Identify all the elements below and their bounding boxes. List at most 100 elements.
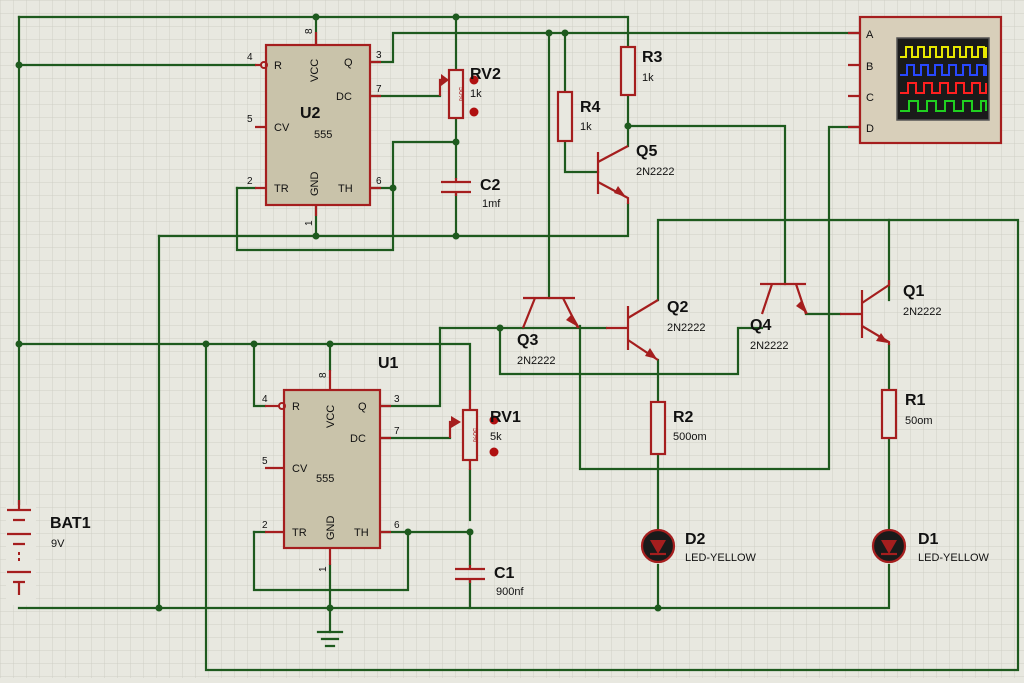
- trace-c: [900, 82, 987, 94]
- u1-num-4: 4: [262, 394, 268, 405]
- u1-num-3: 3: [394, 394, 400, 405]
- u2-num-2: 2: [247, 176, 253, 187]
- d1-ref: D1: [918, 531, 939, 548]
- u1-pin-gnd: GND: [325, 516, 337, 541]
- rv2-value: 1k: [470, 88, 482, 100]
- trace-d: [900, 100, 987, 112]
- scope-channel-a: A: [866, 29, 874, 41]
- led-d2[interactable]: D2 LED-YELLOW: [640, 528, 757, 564]
- transistor-q2[interactable]: Q2 2N2222: [606, 299, 706, 361]
- potentiometer-rv2[interactable]: 50% RV2 1k: [438, 66, 501, 120]
- u1-num-5: 5: [262, 456, 268, 467]
- rv2-ref: RV2: [470, 66, 501, 83]
- wires: [17, 15, 1020, 672]
- q5-type: 2N2222: [636, 166, 675, 178]
- u2-pin-th: TH: [338, 183, 353, 195]
- r1-ref: R1: [905, 392, 926, 409]
- u1-num-2: 2: [262, 520, 268, 531]
- c1-value: 900nf: [496, 586, 524, 598]
- u2-num-4: 4: [247, 52, 253, 63]
- ground-icon: [316, 630, 344, 648]
- u2-num-1: 1: [304, 220, 315, 226]
- transistor-q4[interactable]: Q4 2N2222: [750, 282, 808, 352]
- u2-type: 555: [314, 129, 332, 141]
- u2-pin-r: R: [274, 60, 282, 72]
- u1-pin-vcc: VCC: [325, 405, 337, 428]
- r2-value: 500om: [673, 431, 707, 443]
- transistor-q3[interactable]: Q3 2N2222: [517, 296, 580, 367]
- potentiometer-rv1[interactable]: 50% RV1 5k: [448, 390, 521, 470]
- u1-pin-r: R: [292, 401, 300, 413]
- d1-type: LED-YELLOW: [918, 552, 990, 564]
- u1-num-8: 8: [318, 372, 329, 378]
- u1-ref: U1: [378, 355, 399, 372]
- rv1-value: 5k: [490, 431, 502, 443]
- u1-pin-dc: DC: [350, 433, 366, 445]
- u2-num-5: 5: [247, 114, 253, 125]
- d2-ref: D2: [685, 531, 706, 548]
- trace-a: [900, 46, 987, 58]
- u1-num-7: 7: [394, 426, 400, 437]
- rv2-body-text: 50%: [457, 87, 464, 101]
- u2-num-8: 8: [304, 28, 315, 34]
- u2-pin-q: Q: [344, 57, 353, 69]
- rv1-body-text: 50%: [471, 428, 478, 442]
- c2-value: 1mf: [482, 198, 501, 210]
- r3-value: 1k: [642, 72, 654, 84]
- u1-pin-th: TH: [354, 527, 369, 539]
- scope-channel-c: C: [866, 92, 874, 104]
- d2-type: LED-YELLOW: [685, 552, 757, 564]
- u2-pin-tr: TR: [274, 183, 289, 195]
- junction-dots: [15, 13, 662, 612]
- u2-pin-vcc: VCC: [309, 59, 321, 82]
- q4-ref: Q4: [750, 317, 771, 334]
- scope-traces: [900, 46, 987, 112]
- q2-type: 2N2222: [667, 322, 706, 334]
- transistor-q5[interactable]: Q5 2N2222: [596, 143, 675, 204]
- c2-ref: C2: [480, 177, 501, 194]
- r2-ref: R2: [673, 409, 694, 426]
- led-d1[interactable]: D1 LED-YELLOW: [871, 528, 990, 564]
- u2-pin-cv: CV: [274, 122, 290, 134]
- r4-value: 1k: [580, 121, 592, 133]
- scope-channel-b: B: [866, 61, 873, 73]
- ic-u2[interactable]: U2 555 R VCC Q DC CV TR GND TH 4 8 3 7 5…: [247, 28, 382, 226]
- u1-pin-q: Q: [358, 401, 367, 413]
- r3-ref: R3: [642, 49, 663, 66]
- ic-u1[interactable]: U1 555 R VCC Q DC CV TR GND TH 4 8 3 7 5…: [262, 355, 400, 572]
- resistor-r2[interactable]: R2 500om: [649, 400, 707, 456]
- bat1-ref: BAT1: [50, 515, 91, 532]
- scope-channel-d: D: [866, 123, 874, 135]
- u1-pin-tr: TR: [292, 527, 307, 539]
- q3-type: 2N2222: [517, 355, 556, 367]
- u2-num-6: 6: [376, 176, 382, 187]
- resistor-r1[interactable]: R1 50om: [880, 388, 933, 440]
- capacitor-c2[interactable]: C2 1mf: [441, 177, 501, 210]
- u2-pin-dc: DC: [336, 91, 352, 103]
- oscilloscope[interactable]: A B C D: [848, 15, 1003, 145]
- c1-ref: C1: [494, 565, 515, 582]
- q5-ref: Q5: [636, 143, 657, 160]
- q4-type: 2N2222: [750, 340, 789, 352]
- q1-type: 2N2222: [903, 306, 942, 318]
- u2-num-7: 7: [376, 84, 382, 95]
- u1-pin-cv: CV: [292, 463, 308, 475]
- u2-pin-gnd: GND: [309, 172, 321, 197]
- battery-bat1[interactable]: BAT1 9V: [6, 500, 91, 605]
- u2-num-3: 3: [376, 50, 382, 61]
- transistor-q1[interactable]: Q1 2N2222: [840, 280, 942, 345]
- resistor-r3[interactable]: R3 1k: [619, 45, 663, 97]
- q3-ref: Q3: [517, 332, 538, 349]
- q2-ref: Q2: [667, 299, 688, 316]
- u2-ref: U2: [300, 105, 321, 122]
- capacitor-c1[interactable]: C1 900nf: [455, 565, 524, 598]
- trace-b: [900, 64, 987, 76]
- r4-ref: R4: [580, 99, 601, 116]
- u1-num-1: 1: [318, 566, 329, 572]
- resistor-r4[interactable]: R4 1k: [556, 90, 601, 143]
- rv1-ref: RV1: [490, 409, 521, 426]
- bat1-value: 9V: [51, 538, 65, 550]
- q1-ref: Q1: [903, 283, 924, 300]
